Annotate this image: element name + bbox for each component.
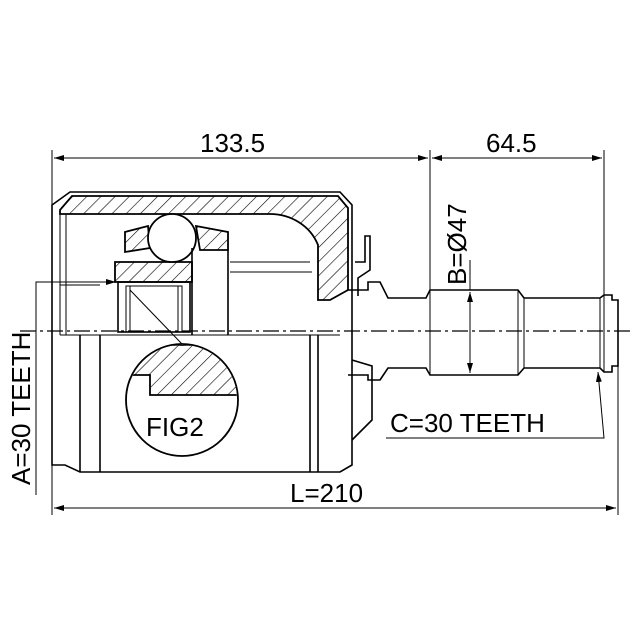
shaft-length-label: 64.5	[486, 128, 537, 158]
joint-housing	[51, 191, 353, 473]
fig2-label: FIG2	[146, 412, 204, 442]
inner-spline-label: A=30 TEETH	[6, 332, 36, 485]
total-length-label: L=210	[290, 478, 363, 508]
tripod-bearing	[114, 213, 229, 335]
shaft-diameter-label: B=Ø47	[442, 203, 472, 285]
dimension-shaft-length: 64.5	[432, 128, 605, 295]
dimension-total-length: L=210	[51, 330, 619, 515]
outer-spline-label: C=30 TEETH	[390, 408, 545, 438]
dimension-shaft-diameter: B=Ø47	[442, 203, 473, 373]
fig2-detail: FIG2	[125, 289, 239, 457]
dimension-housing-length: 133.5	[51, 128, 431, 290]
housing-length-label: 133.5	[200, 128, 265, 158]
output-shaft	[348, 235, 619, 441]
dimension-outer-spline: C=30 TEETH	[386, 371, 605, 439]
dimension-inner-spline: A=30 TEETH	[6, 279, 116, 495]
